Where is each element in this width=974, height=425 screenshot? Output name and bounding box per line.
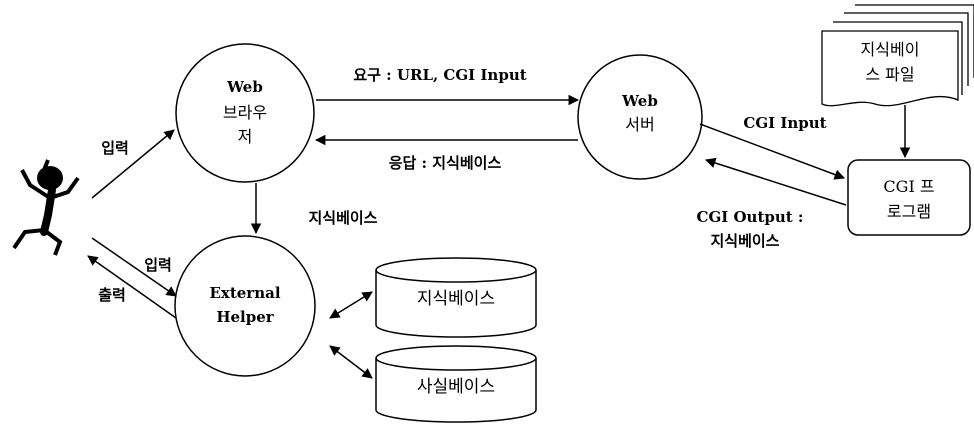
fact-base-db: 사실베이스 [375,345,537,423]
knowledge-file-label-2: 스 파일 [865,65,914,84]
request-label: 요구 : URL, CGI Input [353,66,526,84]
cgi-output-arrow [705,157,847,206]
cgi-output-label-2: 지식베이스 [710,232,779,250]
external-helper-node: External Helper [174,235,316,377]
cgi-input-arrow [699,123,845,180]
helper-fact-arrow [329,345,373,379]
fact-base-label: 사실베이스 [417,377,495,397]
browser-label-2: 저 [238,127,253,146]
user-to-browser-arrow [91,129,175,199]
helper-title-1: External [209,284,280,302]
knowledge-base-label: 지식베이스 [417,289,495,309]
server-title: Web [621,92,658,110]
cgi-input-label: CGI Input [743,114,826,132]
helper-user-label: 출력 [98,286,126,304]
user-icon [12,159,80,256]
knowledge-base-db: 지식베이스 [375,257,537,338]
helper-title-2: Helper [216,308,274,326]
cgi-program-label-2: 로그램 [887,202,931,221]
server-label: 서버 [625,115,654,134]
web-browser-node: Web 브라우 저 [175,43,315,183]
user-helper-label: 입력 [144,256,172,274]
user-browser-label: 입력 [101,139,129,157]
web-server-node: Web 서버 [577,54,703,180]
knowledge-file-node: 지식베이 스 파일 [821,4,974,107]
cgi-program-node: CGI 프 로그램 [847,159,971,236]
browser-helper-label: 지식베이스 [308,209,377,227]
cgi-output-label-1: CGI Output : [697,208,804,226]
cgi-program-label-1: CGI 프 [883,177,934,196]
helper-to-user-arrow [87,255,177,319]
user-to-helper-arrow [91,237,177,297]
browser-label-1: 브라우 [223,103,267,122]
knowledge-file-label-1: 지식베이 [861,40,920,59]
helper-knowledge-arrow [329,291,373,319]
browser-title: Web [226,78,263,96]
response-label: 응답 : 지식베이스 [389,154,502,172]
